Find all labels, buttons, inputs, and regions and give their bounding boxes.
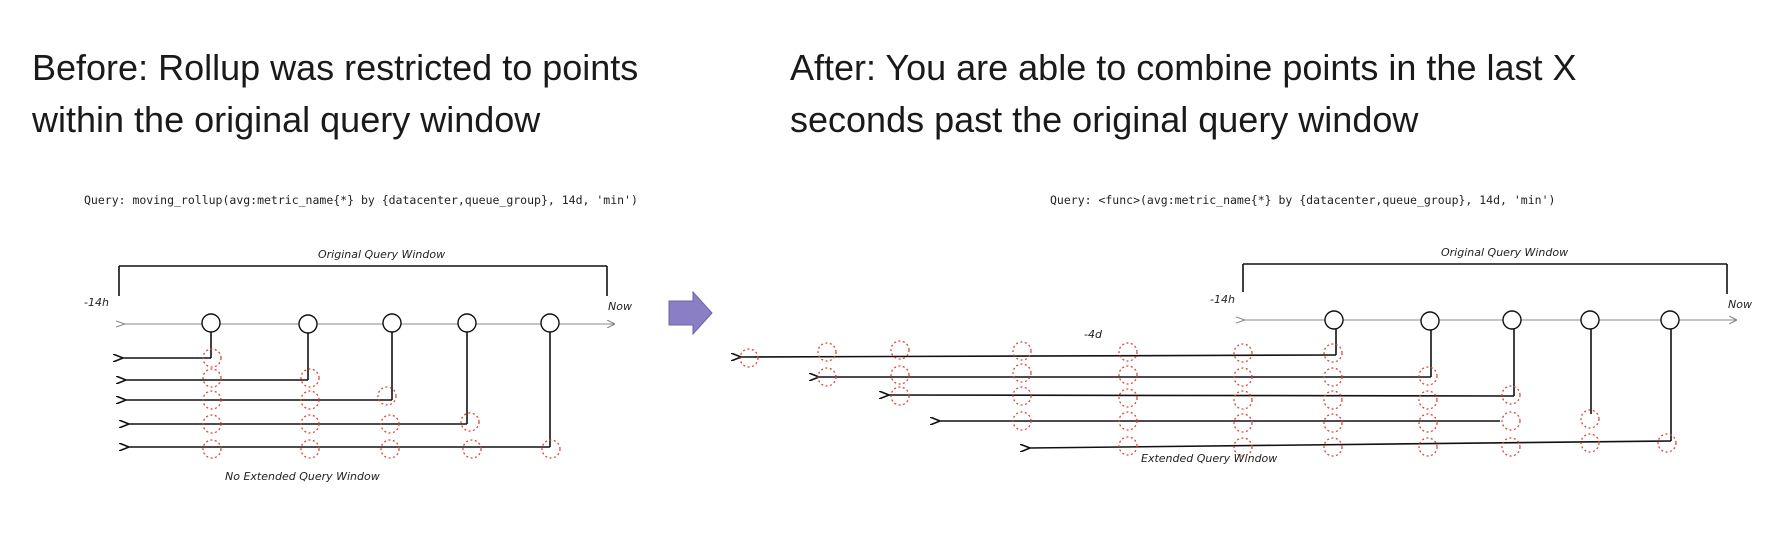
- after-point-2: [1420, 311, 1440, 331]
- before-point-5: [540, 313, 560, 333]
- before-point-2: [298, 314, 318, 334]
- before-window-label: Original Query Window: [318, 248, 445, 261]
- before-window-points: [202, 348, 561, 459]
- before-end-label: Now: [608, 300, 632, 313]
- after-heading: After: You are able to combine points in…: [790, 47, 1577, 140]
- right-arrow-icon: [668, 290, 713, 336]
- before-start-label: -14h: [84, 296, 109, 309]
- before-panel: Query: moving_rollup(avg:metric_name{*} …: [84, 193, 638, 483]
- after-panel: Query: <func>(avg:metric_name{*} by {dat…: [740, 193, 1752, 465]
- before-bottom-label: No Extended Query Window: [225, 470, 380, 483]
- after-extended-points: [739, 340, 1677, 457]
- after-point-3: [1502, 310, 1522, 330]
- after-point-4: [1580, 310, 1600, 330]
- after-bottom-label: Extended Query Window: [1141, 452, 1277, 465]
- after-start-label: -14h: [1210, 293, 1235, 306]
- before-rollup-arrows: [122, 332, 551, 447]
- before-point-1: [201, 313, 221, 333]
- after-end-label: Now: [1728, 298, 1752, 311]
- after-window-bracket: [1242, 263, 1728, 294]
- after-point-1: [1324, 310, 1344, 330]
- before-timeline: [115, 321, 614, 327]
- before-point-4: [457, 313, 477, 333]
- after-offset-label: -4d: [1084, 328, 1103, 341]
- before-window-bracket: [118, 265, 608, 296]
- after-point-5: [1660, 310, 1680, 330]
- before-heading: Before: Rollup was restricted to points …: [32, 47, 639, 140]
- before-query: Query: moving_rollup(avg:metric_name{*} …: [84, 193, 638, 207]
- after-query: Query: <func>(avg:metric_name{*} by {dat…: [1050, 193, 1555, 207]
- after-window-label: Original Query Window: [1441, 246, 1568, 259]
- before-point-3: [382, 313, 402, 333]
- after-rollup-arrows: [740, 329, 1672, 448]
